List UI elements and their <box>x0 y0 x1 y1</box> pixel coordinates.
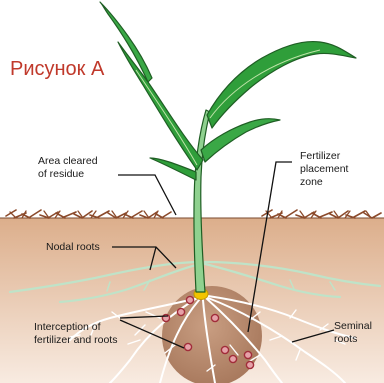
leaf <box>150 158 196 180</box>
leaf <box>207 42 356 128</box>
granule <box>229 355 236 362</box>
granule <box>244 351 251 358</box>
granule <box>211 314 218 321</box>
figure-title: Рисунок А <box>10 58 105 80</box>
granule <box>186 296 193 303</box>
granule <box>246 361 253 368</box>
granule <box>184 343 191 350</box>
granule <box>177 308 184 315</box>
area-cleared-label: Area cleared of residue <box>38 155 100 180</box>
leaf <box>100 2 152 82</box>
nodal-roots-label: Nodal roots <box>46 241 100 253</box>
granule <box>221 346 228 353</box>
fertilizer-zone-label: Fertilizer placement zone <box>300 150 351 188</box>
